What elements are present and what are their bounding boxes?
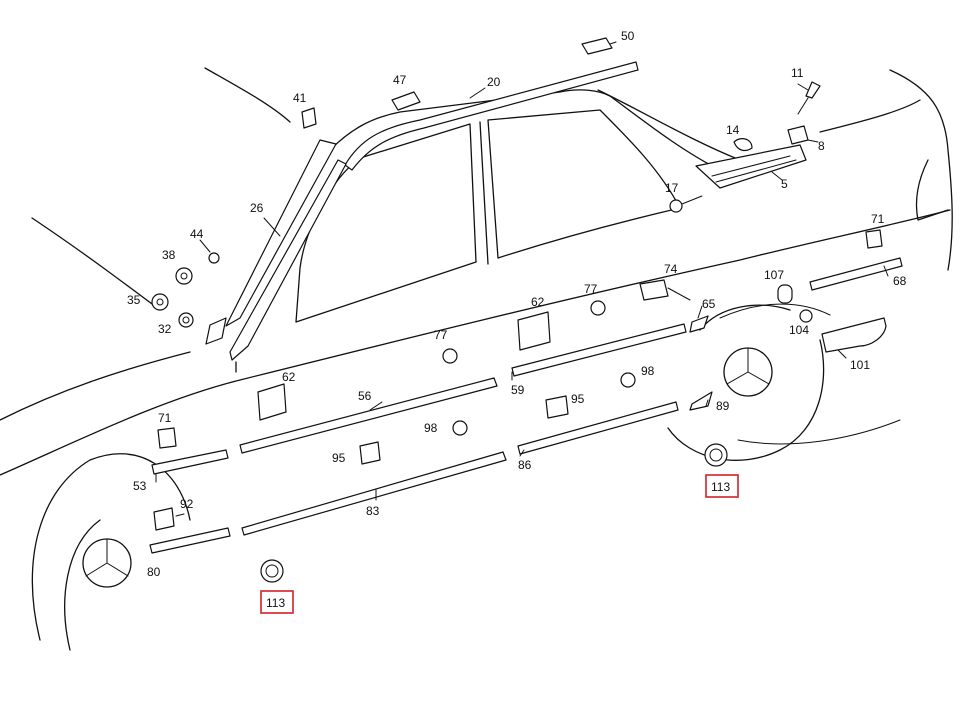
clip-98b xyxy=(620,372,636,388)
sill-moulding-86 xyxy=(517,401,679,455)
callout-62a: 62 xyxy=(282,370,296,384)
clip-47 xyxy=(391,91,421,111)
callout-107: 107 xyxy=(764,268,784,282)
callout-98a: 98 xyxy=(424,421,438,435)
clip-71a xyxy=(157,427,177,449)
clip-8 xyxy=(787,125,809,145)
a-pillar-trim-26 xyxy=(205,139,347,361)
clip-107 xyxy=(777,284,793,304)
clip-35 xyxy=(151,293,169,311)
screw-11 xyxy=(797,81,821,115)
callout-50: 50 xyxy=(621,29,635,43)
screw-17 xyxy=(669,195,703,213)
clip-50 xyxy=(581,37,613,55)
clip-44 xyxy=(208,252,220,264)
trim-65 xyxy=(689,315,709,333)
callout-5: 5 xyxy=(781,177,788,191)
callout-65: 65 xyxy=(702,297,716,311)
door-moulding-59 xyxy=(511,323,687,377)
roof-moulding-20 xyxy=(344,61,639,171)
callout-95a: 95 xyxy=(332,451,346,465)
callout-17: 17 xyxy=(665,181,679,195)
callout-101: 101 xyxy=(850,358,870,372)
callout-74: 74 xyxy=(664,262,678,276)
plug-113-rear xyxy=(704,443,728,467)
callout-44: 44 xyxy=(190,227,204,241)
leader-lines xyxy=(155,41,889,517)
car-body-outline xyxy=(0,67,953,651)
clip-98a xyxy=(452,420,468,436)
clip-71b xyxy=(865,229,883,249)
door-moulding-56 xyxy=(239,377,498,454)
clip-92 xyxy=(153,507,175,531)
callout-89: 89 xyxy=(716,399,730,413)
callout-95b: 95 xyxy=(571,392,585,406)
callout-80: 80 xyxy=(147,565,161,579)
callout-71b: 71 xyxy=(871,212,885,226)
callout-98b: 98 xyxy=(641,364,655,378)
clip-14 xyxy=(733,138,753,152)
callout-77b: 77 xyxy=(584,282,598,296)
fender-moulding-80 xyxy=(149,527,231,554)
callout-26: 26 xyxy=(250,201,264,215)
callout-41: 41 xyxy=(293,91,307,105)
callout-59: 59 xyxy=(511,383,525,397)
clip-74 xyxy=(639,279,669,301)
front-wheel-emblem xyxy=(82,538,132,588)
callout-38: 38 xyxy=(162,248,176,262)
callout-35: 35 xyxy=(127,293,141,307)
trim-89 xyxy=(689,391,713,411)
callout-92: 92 xyxy=(180,497,194,511)
callout-53: 53 xyxy=(133,479,147,493)
callout-47: 47 xyxy=(393,73,407,87)
plug-113-front xyxy=(260,559,284,583)
clip-38 xyxy=(175,267,193,285)
clip-95b xyxy=(545,395,569,419)
sill-moulding-83 xyxy=(241,451,507,536)
callout-113b: 113 xyxy=(266,596,285,610)
quarter-trim-5 xyxy=(695,144,807,189)
callout-104: 104 xyxy=(789,323,809,337)
callout-62b: 62 xyxy=(531,295,545,309)
callout-11: 11 xyxy=(791,66,804,80)
clip-32 xyxy=(178,312,194,328)
clip-62b xyxy=(517,311,551,351)
clip-95a xyxy=(359,441,381,465)
callout-71a: 71 xyxy=(158,411,172,425)
callouts: 5 8 11 14 17 20 26 32 35 38 41 44 47 50 … xyxy=(127,29,907,610)
callout-8: 8 xyxy=(818,139,825,153)
callout-113a: 113 xyxy=(711,480,730,494)
rear-wheel-emblem xyxy=(723,347,773,397)
callout-14: 14 xyxy=(726,123,740,137)
clip-77a xyxy=(442,348,458,364)
clip-62a xyxy=(257,383,287,421)
callout-68: 68 xyxy=(893,274,907,288)
fender-moulding-53 xyxy=(151,449,229,475)
callout-83: 83 xyxy=(366,504,380,518)
clip-104 xyxy=(799,309,813,323)
callout-32: 32 xyxy=(158,322,172,336)
callout-86: 86 xyxy=(518,458,532,472)
clip-77b xyxy=(590,300,606,316)
quarter-moulding-68 xyxy=(809,257,903,291)
clip-41 xyxy=(301,107,317,129)
callout-20: 20 xyxy=(487,75,501,89)
highlight-box-113-rear xyxy=(705,474,739,498)
highlight-box-113-front xyxy=(260,590,294,614)
callout-56: 56 xyxy=(358,389,372,403)
bumper-end-101 xyxy=(821,317,887,353)
callout-77a: 77 xyxy=(434,328,448,342)
